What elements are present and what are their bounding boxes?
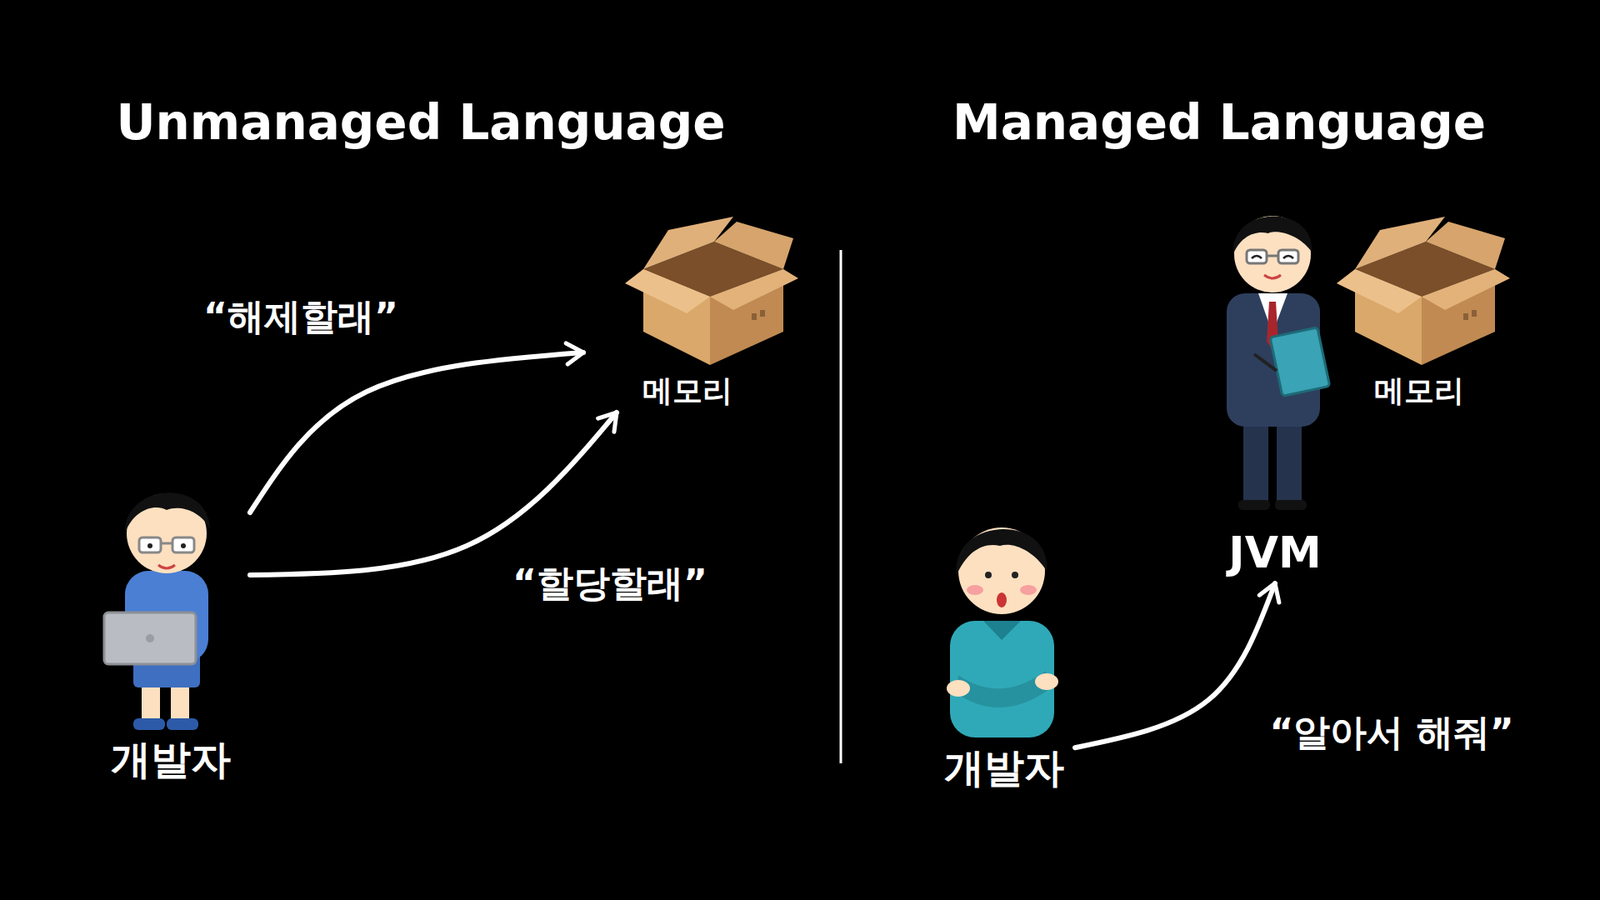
arrow-connector [250, 352, 584, 513]
figure-node: 개발자 [933, 512, 1075, 796]
node-label: 메모리 [1374, 373, 1465, 408]
jvm-figure [1226, 215, 1330, 510]
edge-label: “할당할래” [507, 560, 713, 607]
figure-node: 메모리 [583, 212, 792, 413]
figure-node: JVM [1208, 208, 1342, 584]
section-heading: Unmanaged Language [115, 95, 725, 151]
arrow-connector [250, 412, 617, 575]
node-label: JVM [1228, 528, 1321, 579]
developer-figure [946, 527, 1059, 738]
node-label: 개발자 [944, 745, 1065, 791]
node-label: 메모리 [642, 373, 733, 408]
figure-node: 메모리 [1337, 212, 1500, 413]
developer-figure [104, 492, 210, 730]
node-label: 개발자 [110, 736, 231, 783]
section-heading: Managed Language [952, 95, 1486, 151]
memory-box-picture [1336, 216, 1510, 365]
edge-label: “해제할래” [198, 294, 404, 340]
divider-line [840, 250, 843, 764]
figure-node: 개발자 [91, 475, 250, 788]
arrow-connector [1075, 583, 1275, 748]
memory-box-picture [625, 216, 799, 365]
edge-label: “알아서 해줘” [1264, 710, 1519, 756]
